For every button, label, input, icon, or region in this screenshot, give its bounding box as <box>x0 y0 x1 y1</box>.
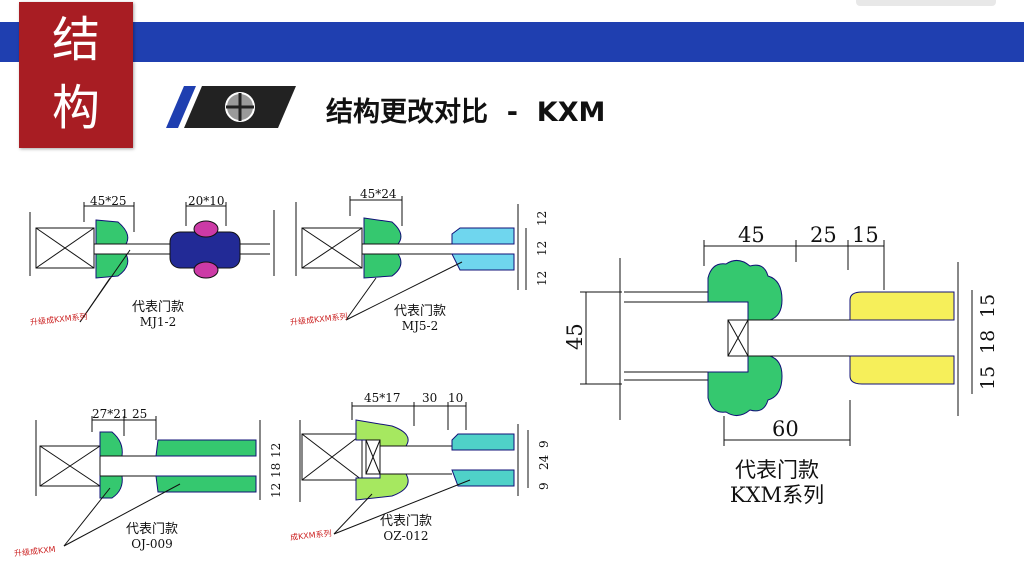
dim-label: 10 <box>448 391 463 405</box>
drawing-oj-009: 27*21 25 12 18 12 <box>35 407 283 547</box>
dim-label: 25 <box>810 223 837 247</box>
dim-label: 60 <box>772 417 799 441</box>
caption-mj1-2: 代表门款 MJ1-2 <box>118 300 198 330</box>
caption-text: 代表门款 <box>735 458 819 482</box>
caption-kxm: 代表门款 KXM系列 <box>712 458 842 508</box>
dim-label: 15 <box>977 366 999 390</box>
dim-label: 45*17 <box>364 391 401 405</box>
dim-label: 27*21 <box>92 407 129 421</box>
caption-text: 代表门款 <box>131 300 184 315</box>
crosshair-logo-icon <box>166 86 296 128</box>
caption-oj-009: 代表门款 OJ-009 <box>112 522 192 552</box>
dim-label: 18 <box>977 330 999 354</box>
dim-label: 12 <box>535 241 549 256</box>
caption-text: 代表门款 <box>125 522 178 537</box>
dim-label: 15 <box>977 294 999 318</box>
drawing-kxm: 45 25 15 45 60 15 18 15 <box>563 223 999 446</box>
dim-label: 45*24 <box>360 187 397 201</box>
drawing-mj5-2: 45*24 12 12 12 <box>295 187 549 321</box>
dim-label: 12 <box>535 271 549 286</box>
dim-label: 12 <box>269 443 283 458</box>
header-bar <box>0 22 1024 62</box>
badge-char-2: 构 <box>51 80 100 136</box>
caption-oz-012: 代表门款 OZ-012 <box>366 514 446 544</box>
header-corner-tab <box>856 0 996 6</box>
dim-label: 30 <box>422 391 437 405</box>
caption-text: 代表门款 <box>379 514 432 529</box>
dim-label: 12 <box>535 211 549 226</box>
caption-text: 代表门款 <box>393 304 446 319</box>
model-name: KXM系列 <box>729 483 825 507</box>
dim-label: 24 <box>537 454 551 470</box>
section-badge: 结 构 <box>19 2 133 148</box>
dim-label: 15 <box>852 223 879 247</box>
dim-label: 9 <box>537 482 551 490</box>
dim-label: 25 <box>132 407 147 421</box>
dim-label: 45*25 <box>90 194 127 208</box>
model-name: OJ-009 <box>131 537 173 551</box>
model-name: MJ1-2 <box>139 315 177 329</box>
drawing-mj1-2: 45*25 20*10 <box>29 194 275 323</box>
dim-label: 12 <box>269 483 283 498</box>
dim-label: 9 <box>537 440 551 448</box>
dim-label: 45 <box>738 223 765 247</box>
model-name: MJ5-2 <box>401 319 439 333</box>
dim-label: 45 <box>563 323 587 350</box>
model-name: OZ-012 <box>383 529 429 543</box>
caption-mj5-2: 代表门款 MJ5-2 <box>380 304 460 334</box>
page-title: 结构更改对比 - KXM <box>326 97 606 128</box>
badge-char-1: 结 <box>51 12 100 68</box>
dim-label: 18 <box>269 463 283 478</box>
dim-label: 20*10 <box>188 194 225 208</box>
drawing-oz-012: 45*17 30 10 9 24 9 <box>299 391 551 535</box>
